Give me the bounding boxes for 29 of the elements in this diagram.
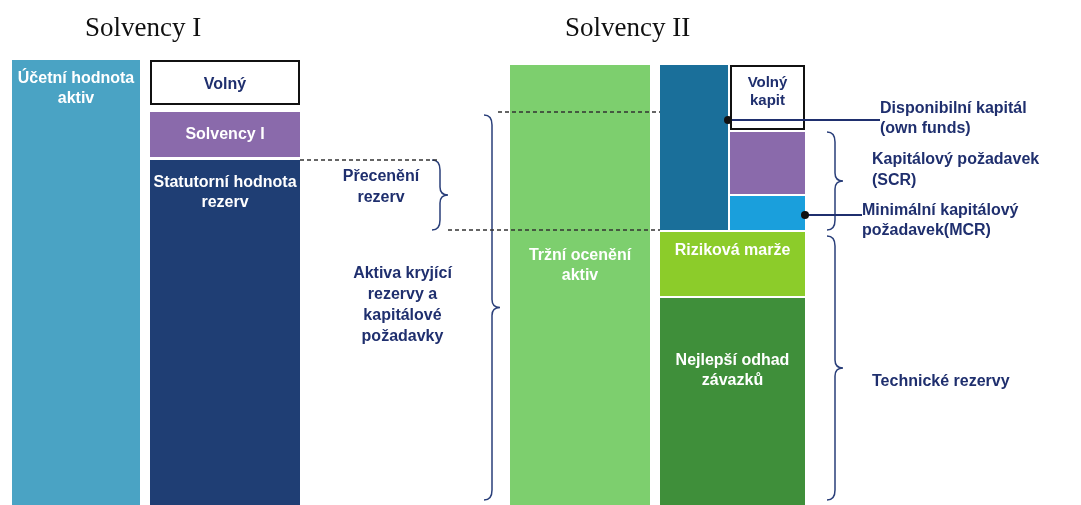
- brace-label: Přecenění rezerv: [341, 166, 421, 207]
- leader-line: [724, 116, 881, 124]
- capital-requirement-block: [730, 132, 805, 194]
- heading: Solvency II: [565, 12, 691, 43]
- block-label: Volný: [203, 74, 247, 94]
- asset-column: [510, 65, 650, 505]
- block-label: Tržní ocenění aktiv: [527, 245, 633, 285]
- free-capital-box: [150, 60, 300, 105]
- block-label: Statutorní hodnota rezerv: [152, 172, 298, 212]
- block-label: Volný kapit: [746, 73, 789, 109]
- brace-label: Aktiva kryjící rezervy a kapitálové požadavky: [352, 263, 453, 346]
- free-capital-box: [730, 65, 805, 130]
- block-label: Solvency I: [185, 124, 265, 144]
- capital-block: [150, 112, 300, 157]
- own-funds-block: [660, 65, 728, 230]
- callout-text: Disponibilní kapitál (own funds): [880, 98, 1028, 138]
- best-estimate-block: [660, 298, 805, 505]
- asset-column: [12, 60, 140, 505]
- block-label: Nejlepší odhad závazků: [674, 350, 791, 390]
- brace-label: Technické rezervy: [872, 371, 1011, 391]
- risk-margin-block: [660, 232, 805, 296]
- block-label: Riziková marže: [674, 240, 791, 260]
- brace-label: Kapitálový požadavek (SCR): [872, 149, 1041, 190]
- leader-line: [801, 211, 863, 219]
- heading: Solvency I: [85, 12, 202, 43]
- minimum-capital-block: [730, 196, 805, 230]
- block-label: Účetní hodnota aktiv: [16, 68, 136, 108]
- reserves-block: [150, 160, 300, 505]
- callout-text: Minimální kapitálový požadavek(MCR): [862, 200, 1020, 240]
